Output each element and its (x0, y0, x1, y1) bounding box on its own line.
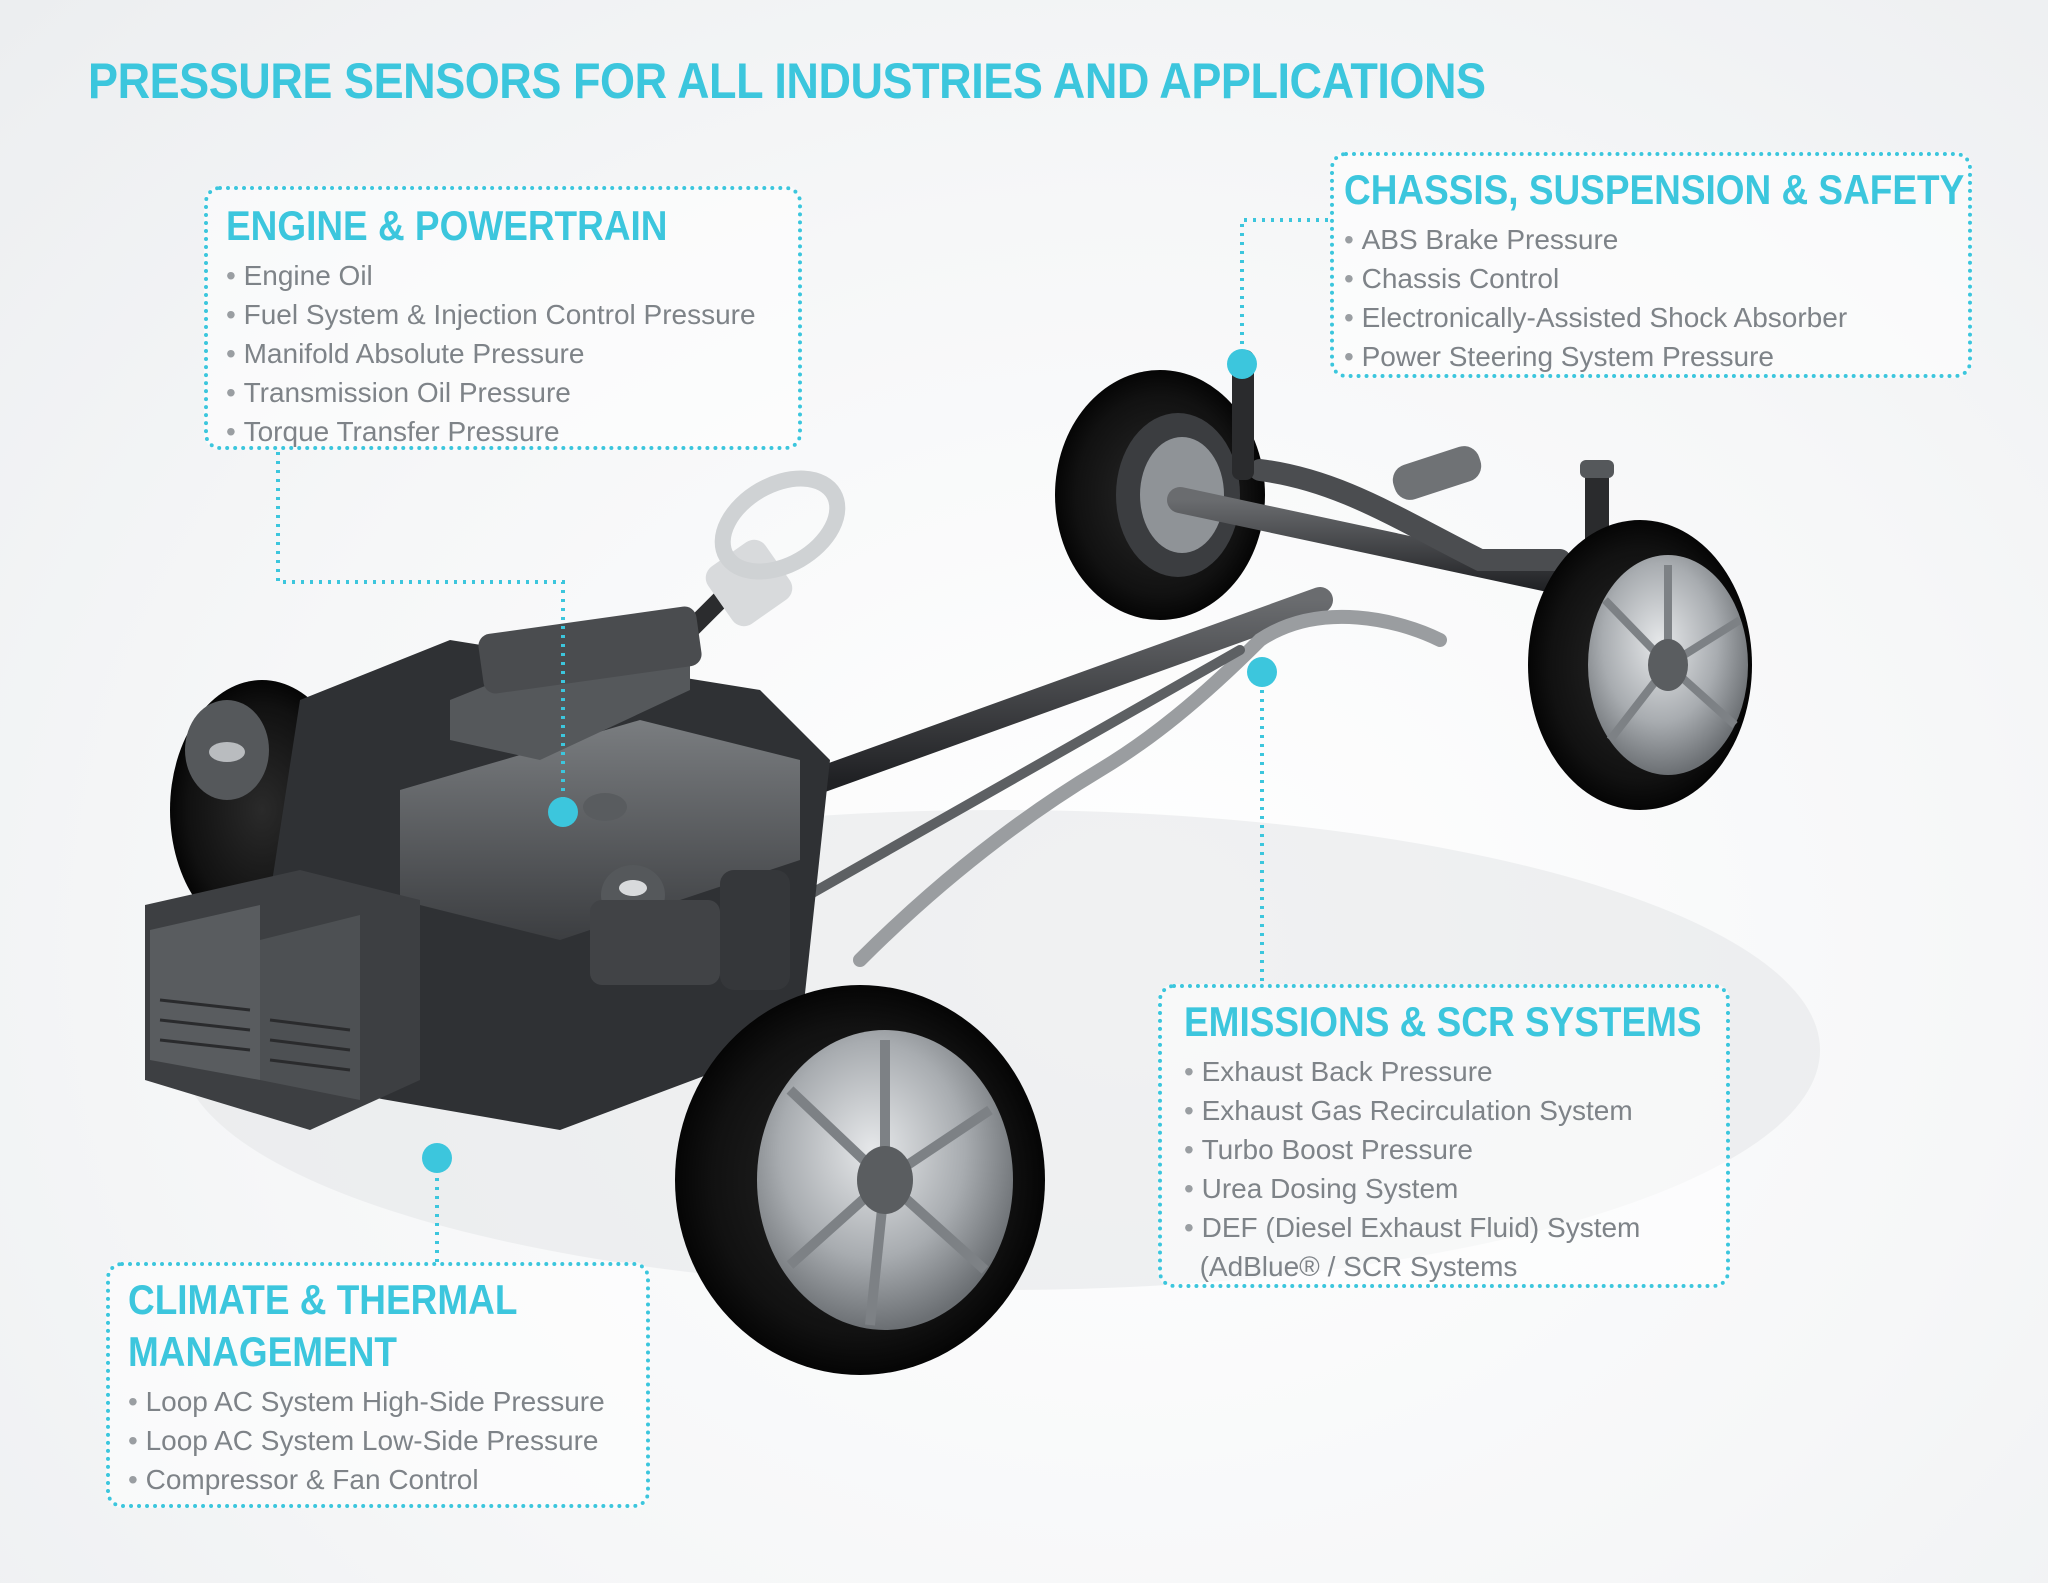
steering-wheel (671, 470, 846, 649)
callout-climate-thermal: CLIMATE & THERMAL MANAGEMENT Loop AC Sys… (106, 1262, 650, 1508)
callout-heading: CHASSIS, SUSPENSION & SAFETY (1344, 166, 1965, 213)
list-item: Fuel System & Injection Control Pressure (226, 295, 798, 334)
list-item: Transmission Oil Pressure (226, 373, 798, 412)
list-item: Engine Oil (226, 256, 798, 295)
list-item: Turbo Boost Pressure (1184, 1130, 1726, 1169)
list-item: ABS Brake Pressure (1344, 220, 1968, 259)
sensor-dot-engine (548, 797, 578, 827)
callout-list: Exhaust Back Pressure Exhaust Gas Recirc… (1184, 1052, 1726, 1286)
page-title: PRESSURE SENSORS FOR ALL INDUSTRIES AND … (88, 53, 1486, 109)
callout-heading: ENGINE & POWERTRAIN (226, 202, 668, 249)
callout-heading: EMISSIONS & SCR SYSTEMS (1184, 998, 1702, 1045)
driveshaft-exhaust (795, 587, 1447, 967)
list-item: Compressor & Fan Control (128, 1460, 646, 1499)
sensor-dot-chassis (1227, 349, 1257, 379)
air-intake (145, 870, 420, 1130)
callout-engine-powertrain: ENGINE & POWERTRAIN Engine Oil Fuel Syst… (204, 186, 802, 450)
sensor-dot-emissions (1247, 657, 1277, 687)
callout-list: ABS Brake Pressure Chassis Control Elect… (1344, 220, 1968, 376)
list-item: DEF (Diesel Exhaust Fluid) System (1184, 1208, 1726, 1247)
rear-right-wheel (1528, 520, 1752, 810)
list-item: Electronically-Assisted Shock Absorber (1344, 298, 1968, 337)
sensor-dot-climate (422, 1143, 452, 1173)
list-item: Exhaust Gas Recirculation System (1184, 1091, 1726, 1130)
callout-heading-line1: CLIMATE & THERMAL (128, 1276, 518, 1323)
callout-heading-line2: MANAGEMENT (128, 1328, 397, 1375)
callout-chassis-suspension-safety: CHASSIS, SUSPENSION & SAFETY ABS Brake P… (1330, 152, 1972, 378)
callout-list: Engine Oil Fuel System & Injection Contr… (226, 256, 798, 451)
list-item-continuation: (AdBlue® / SCR Systems (1199, 1251, 1518, 1282)
front-right-wheel (675, 985, 1045, 1375)
list-item: Loop AC System High-Side Pressure (128, 1382, 646, 1421)
list-item: Manifold Absolute Pressure (226, 334, 798, 373)
connector-lines (276, 218, 1328, 1262)
list-item: Power Steering System Pressure (1344, 337, 1968, 376)
list-item: Loop AC System Low-Side Pressure (128, 1421, 646, 1460)
callout-list: Loop AC System High-Side Pressure Loop A… (128, 1382, 646, 1499)
list-item: Exhaust Back Pressure (1184, 1052, 1726, 1091)
callout-emissions-scr: EMISSIONS & SCR SYSTEMS Exhaust Back Pre… (1158, 984, 1730, 1288)
sensor-dots (422, 349, 1277, 1173)
list-item: Chassis Control (1344, 259, 1968, 298)
list-item: Urea Dosing System (1184, 1169, 1726, 1208)
list-item: Torque Transfer Pressure (226, 412, 798, 451)
